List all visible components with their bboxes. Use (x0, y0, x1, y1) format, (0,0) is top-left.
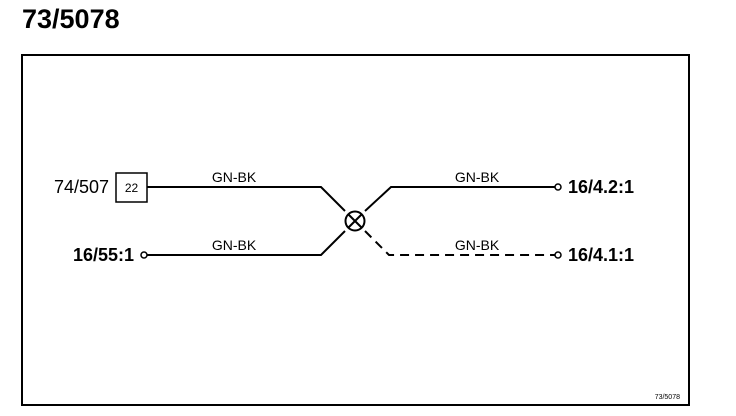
splice-node-icon (344, 210, 366, 232)
wire-right-bottom-label: GN-BK (455, 237, 500, 253)
wire-right-bottom (364, 230, 555, 256)
wire-left-bottom-label: GN-BK (212, 237, 257, 253)
terminal-right-bottom-label: 16/4.1:1 (568, 245, 634, 265)
connector-name-label: 74/507 (54, 177, 109, 197)
wire-right-top-label: GN-BK (455, 169, 500, 185)
terminal-right-top-label: 16/4.2:1 (568, 177, 634, 197)
connector-pin-box (115, 172, 148, 203)
page-title: 73/5078 (22, 4, 120, 34)
terminal-left-bottom-label: 16/55:1 (73, 245, 134, 265)
wire-right-top (364, 186, 555, 212)
wire-left-top-label: GN-BK (212, 169, 257, 185)
diagram-frame (21, 54, 690, 406)
wire-left-bottom (147, 230, 346, 256)
terminal-right-bottom (554, 251, 562, 259)
wire-left-top (147, 186, 346, 212)
terminal-right-top (554, 183, 562, 191)
footer-reference: 73/5078 (655, 394, 680, 401)
connector-pin-label: 22 (125, 181, 139, 195)
terminal-left-bottom (140, 251, 148, 259)
